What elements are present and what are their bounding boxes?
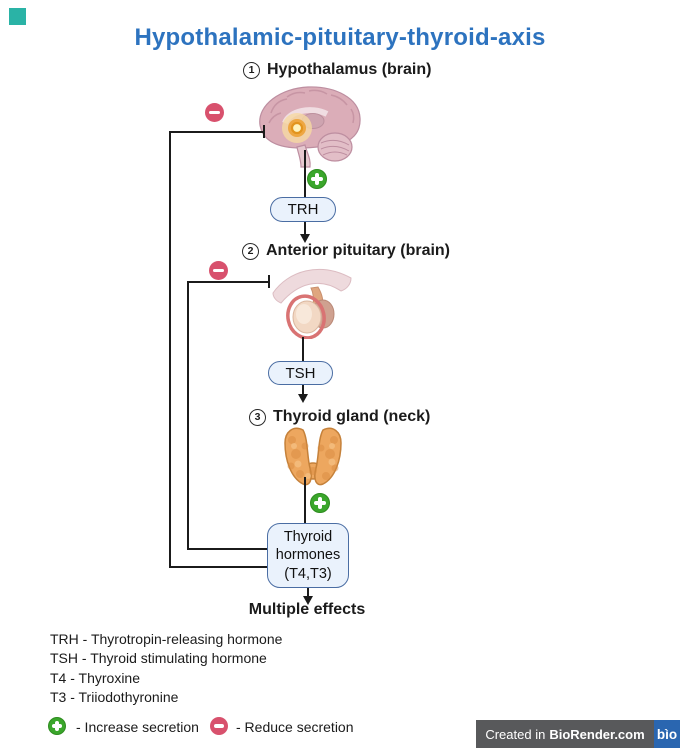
- reduce-secretion-legend-icon: [210, 717, 228, 735]
- minus-bar: [209, 110, 220, 115]
- multiple-effects-label: Multiple effects: [248, 601, 366, 618]
- pituitary-illustration-icon: [272, 269, 352, 339]
- credit-prefix: Created in: [485, 726, 546, 742]
- outer-feedback-line-bottom: [169, 566, 268, 568]
- step-1-number-icon: 1: [243, 61, 260, 79]
- biorender-logo-text: bìo: [656, 726, 678, 742]
- outer-feedback-inhibition-bar: [263, 125, 265, 138]
- inner-feedback-line-top: [187, 281, 268, 283]
- thyroid-hormones-line-2: hormones: [275, 547, 341, 564]
- arrow-pituitary-to-tsh: [302, 337, 304, 361]
- step-1-label: Hypothalamus (brain): [267, 61, 432, 78]
- step-3-number-icon: 3: [249, 408, 266, 426]
- increase-secretion-legend-icon: [48, 717, 66, 735]
- outer-feedback-line-top: [170, 131, 263, 133]
- step-2-row: 2 Anterior pituitary (brain): [242, 242, 450, 260]
- inner-feedback-line-bottom: [187, 548, 268, 550]
- step-3-row: 3 Thyroid gland (neck): [249, 408, 430, 426]
- increase-secretion-icon-hormones: [310, 493, 330, 513]
- arrow-trh-to-pituitary-head: [300, 234, 310, 243]
- tsh-node: TSH: [268, 361, 333, 385]
- thyroid-hormones-node: Thyroid hormones (T4,T3): [267, 523, 349, 588]
- minus-bar: [214, 724, 224, 728]
- plus-bar-v: [315, 173, 319, 185]
- thyroid-illustration-icon: [284, 427, 342, 486]
- reduce-secretion-icon-pituitary: [209, 261, 228, 280]
- step-3-label: Thyroid gland (neck): [273, 408, 431, 425]
- minus-bar: [213, 268, 224, 273]
- arrow-hormones-to-effects-line: [307, 588, 309, 597]
- thyroid-hormones-line-1: Thyroid: [283, 528, 333, 545]
- brain-illustration-icon: [259, 86, 361, 168]
- abbreviation-legend: TRH - Thyrotropin-releasing hormone TSH …: [50, 630, 282, 707]
- outer-feedback-line-vertical: [169, 131, 171, 568]
- step-2-label: Anterior pituitary (brain): [266, 242, 451, 259]
- arrow-trh-to-pituitary-line: [304, 222, 306, 235]
- inner-feedback-inhibition-bar: [268, 275, 270, 288]
- step-2-number-icon: 2: [242, 242, 259, 260]
- plus-bar-v: [55, 721, 59, 731]
- biorender-logo[interactable]: bìo: [654, 720, 680, 748]
- arrow-hormones-to-effects-head: [303, 596, 313, 605]
- biorender-credit-bar: Created in BioRender.com: [476, 720, 654, 748]
- increase-secretion-legend-label: - Increase secretion: [76, 719, 199, 735]
- abbrev-tsh: TSH - Thyroid stimulating hormone: [50, 650, 267, 667]
- arrow-thyroid-to-hormones: [304, 477, 306, 523]
- tsh-label: TSH: [285, 364, 316, 382]
- increase-secretion-icon-trh: [307, 169, 327, 189]
- inner-feedback-line-vertical: [187, 281, 189, 550]
- arrow-brain-to-trh: [304, 150, 306, 197]
- reduce-secretion-icon-hypothalamus: [205, 103, 224, 122]
- arrow-tsh-to-thyroid-head: [298, 394, 308, 403]
- trh-label: TRH: [287, 201, 319, 218]
- abbrev-t3: T3 - Triiodothyronine: [50, 688, 179, 705]
- page-title: Hypothalamic-pituitary-thyroid-axis: [134, 24, 546, 51]
- thyroid-hormones-line-3: (T4,T3): [284, 565, 332, 582]
- abbrev-trh: TRH - Thyrotropin-releasing hormone: [50, 631, 283, 647]
- plus-bar-v: [318, 497, 322, 509]
- teal-color-swatch: [9, 8, 26, 25]
- credit-brand: BioRender.com: [549, 726, 645, 742]
- abbrev-t4: T4 - Thyroxine: [50, 669, 140, 686]
- trh-node: TRH: [270, 197, 336, 222]
- reduce-secretion-legend-label: - Reduce secretion: [236, 719, 354, 735]
- step-1-row: 1 Hypothalamus (brain): [243, 61, 431, 79]
- arrow-tsh-to-thyroid-line: [302, 385, 304, 395]
